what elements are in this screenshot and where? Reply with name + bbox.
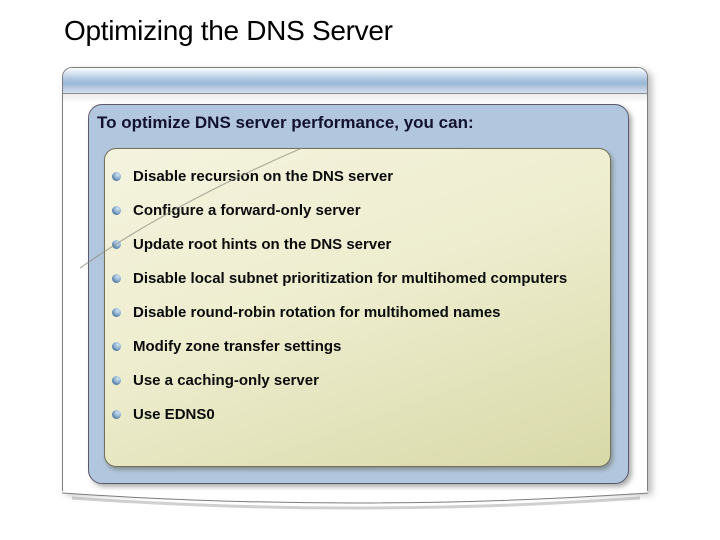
sphere-bullet-icon (112, 172, 121, 181)
slide-title: Optimizing the DNS Server (64, 15, 393, 46)
content-panel: To optimize DNS server performance, you … (61, 67, 649, 510)
panel-titlebar (63, 68, 647, 94)
header-label: To optimize DNS server performance, you … (97, 113, 474, 132)
bullet-list: Disable recursion on the DNS server Conf… (105, 149, 610, 426)
list-item: Disable round-robin rotation for multiho… (105, 301, 599, 324)
list-item-text: Configure a forward-only server (133, 202, 361, 219)
sphere-bullet-icon (112, 342, 121, 351)
panel-curved-bottom-edge (61, 491, 649, 510)
sphere-bullet-icon (112, 308, 121, 317)
titlebar-shadow-fade (63, 94, 647, 103)
header-box: To optimize DNS server performance, you … (88, 104, 629, 484)
sphere-bullet-icon (112, 240, 121, 249)
list-item-text: Update root hints on the DNS server (133, 236, 392, 253)
sphere-bullet-icon (112, 410, 121, 419)
list-item-text: Disable recursion on the DNS server (133, 168, 394, 185)
sphere-bullet-icon (112, 206, 121, 215)
list-item: Modify zone transfer settings (105, 335, 599, 358)
list-item-text: Disable local subnet prioritization for … (133, 270, 568, 287)
list-item: Use EDNS0 (105, 403, 599, 426)
sphere-bullet-icon (112, 274, 121, 283)
list-item: Use a caching-only server (105, 369, 599, 392)
list-item-text: Disable round-robin rotation for multiho… (133, 304, 501, 321)
bullet-content-box: Disable recursion on the DNS server Conf… (104, 148, 611, 467)
list-item: Update root hints on the DNS server (105, 233, 599, 256)
list-item-text: Use EDNS0 (133, 406, 215, 423)
list-item-text: Modify zone transfer settings (133, 338, 342, 355)
list-item: Disable recursion on the DNS server (105, 165, 599, 188)
sphere-bullet-icon (112, 376, 121, 385)
list-item: Disable local subnet prioritization for … (105, 267, 599, 290)
list-item: Configure a forward-only server (105, 199, 599, 222)
list-item-text: Use a caching-only server (133, 372, 319, 389)
